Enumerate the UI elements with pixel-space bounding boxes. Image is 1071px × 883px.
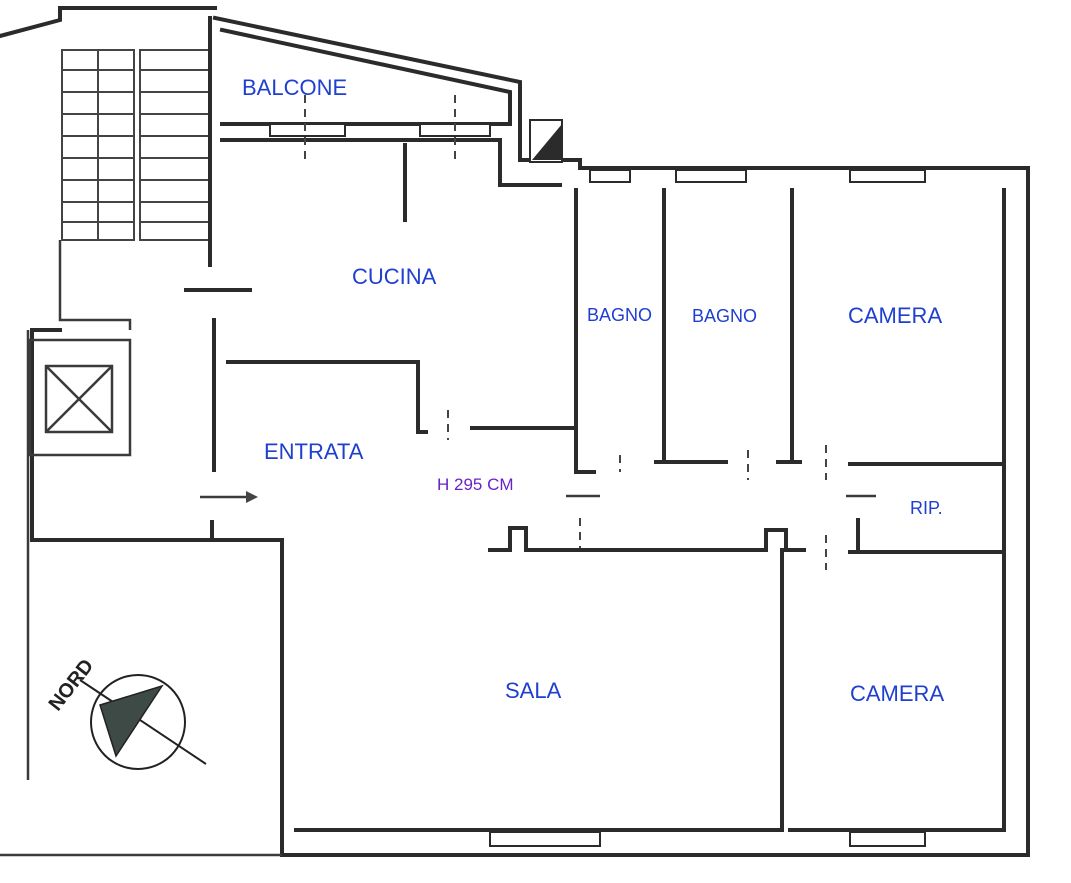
balcony-walls [208,16,563,267]
interior-walls [184,143,1006,832]
windows [489,169,926,847]
room-label-ripostiglio: RIP. [910,498,943,518]
compass-nord-label: NORD [45,655,99,715]
room-label-bagno-2: BAGNO [692,306,757,326]
room-label-camera-top: CAMERA [848,303,942,328]
room-label-cucina: CUCINA [352,264,437,289]
north-arrow-icon [99,684,164,758]
room-label-sala: SALA [505,678,562,703]
room-label-balcone: BALCONE [242,75,347,100]
elevator-shaft [28,338,132,457]
door-markers [200,410,876,570]
room-label-camera-bottom: CAMERA [850,681,944,706]
room-label-entrata: ENTRATA [264,439,364,464]
room-label-bagno-1: BAGNO [587,305,652,325]
staircase [58,49,211,330]
north-compass [79,674,207,770]
exterior-walls [0,6,1030,857]
ceiling-height-label: H 295 CM [437,475,514,494]
